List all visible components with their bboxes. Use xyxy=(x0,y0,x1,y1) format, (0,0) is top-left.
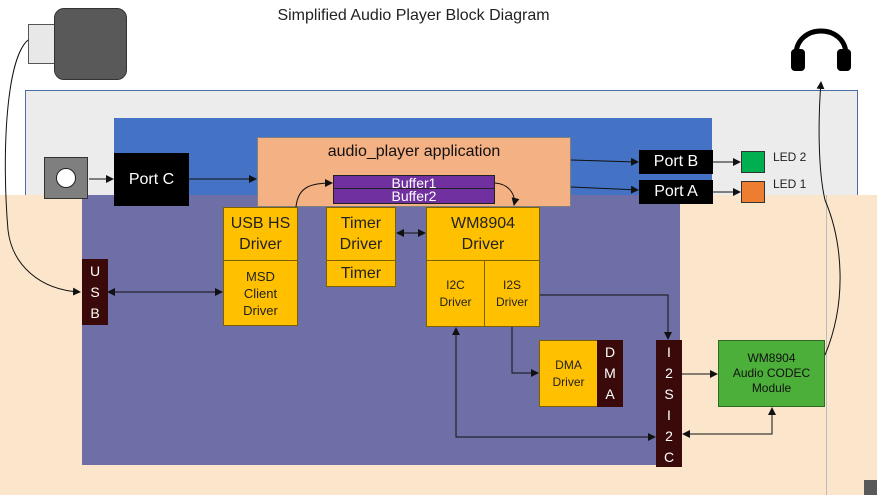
i2c-letter-3: C xyxy=(663,448,675,465)
usb-to-buffer1 xyxy=(295,179,333,208)
i2c-to-codec xyxy=(682,407,776,438)
usb-letter-1: U xyxy=(89,262,101,279)
usb-hs-driver: USB HS Driver xyxy=(223,207,298,261)
usb-cable xyxy=(4,39,81,296)
codec-to-headphones xyxy=(816,81,841,356)
headphones-icon xyxy=(791,28,851,71)
i2c-letter-1: I xyxy=(667,406,671,423)
i2c-peripheral: I 2 C xyxy=(656,405,682,467)
port-c: Port C xyxy=(114,153,189,206)
led2-label: LED 2 xyxy=(773,150,807,164)
corner-block xyxy=(864,480,877,495)
port-a: Port A xyxy=(639,180,713,204)
msd-line1: MSD xyxy=(246,268,275,284)
port-b: Port B xyxy=(639,150,713,174)
usb-letter-3: B xyxy=(90,304,100,321)
i2s-letter-2: 2 xyxy=(665,364,673,381)
usb-drive-icon xyxy=(28,8,128,80)
usb-letter-2: S xyxy=(90,283,100,300)
i2s-driver-line2: Driver xyxy=(496,294,528,309)
timer-peripheral: Timer xyxy=(326,260,396,287)
i2c-driver-to-i2c xyxy=(452,327,656,441)
usb-peripheral: U S B xyxy=(82,259,108,325)
i2s-driver-to-dma xyxy=(511,327,539,377)
buffer2: Buffer2 xyxy=(333,188,495,204)
app-to-porta xyxy=(570,185,639,194)
led1-label: LED 1 xyxy=(773,177,807,191)
wm8904-driver-line1: WM8904 xyxy=(450,215,516,232)
application-label: audio_player application xyxy=(327,143,501,160)
wm8904-driver: WM8904 Driver xyxy=(426,207,540,261)
app-to-portb xyxy=(570,157,639,166)
audio-codec-module: WM8904 Audio CODEC Module xyxy=(718,340,825,407)
i2s-driver-line1: I2S xyxy=(502,277,521,292)
led1 xyxy=(741,181,765,203)
codec-line1: WM8904 xyxy=(747,351,796,365)
i2s-driver-to-i2s xyxy=(540,294,672,340)
usb-hs-driver-line2: Driver xyxy=(239,236,282,253)
i2s-driver: I2S Driver xyxy=(484,260,540,327)
msd-line2: Client xyxy=(243,285,278,301)
buffer-flow xyxy=(494,182,520,206)
diagram-title: Simplified Audio Player Block Diagram xyxy=(277,7,550,24)
i2s-letter-1: I xyxy=(667,343,671,360)
right-divider xyxy=(826,195,827,495)
timer-driver: Timer Driver xyxy=(326,207,396,261)
i2c-driver: I2C Driver xyxy=(426,260,485,327)
codec-line3: Module xyxy=(751,381,792,395)
i2c-driver-line2: Driver xyxy=(439,294,472,309)
timer-driver-line2: Driver xyxy=(339,236,383,253)
button-icon xyxy=(44,157,88,199)
i2s-letter-3: S xyxy=(664,385,674,402)
timer-driver-line1: Timer xyxy=(340,215,382,232)
i2s-peripheral: I 2 S xyxy=(656,340,682,406)
i2c-letter-2: 2 xyxy=(665,427,673,444)
usb-hs-driver-line1: USB HS xyxy=(230,215,291,232)
wm8904-driver-line2: Driver xyxy=(461,236,505,253)
msd-line3: Driver xyxy=(243,302,278,318)
i2c-driver-line1: I2C xyxy=(446,277,465,292)
led2 xyxy=(741,151,765,173)
codec-line2: Audio CODEC xyxy=(732,366,811,380)
msd-client-driver: MSD Client Driver xyxy=(223,260,298,326)
